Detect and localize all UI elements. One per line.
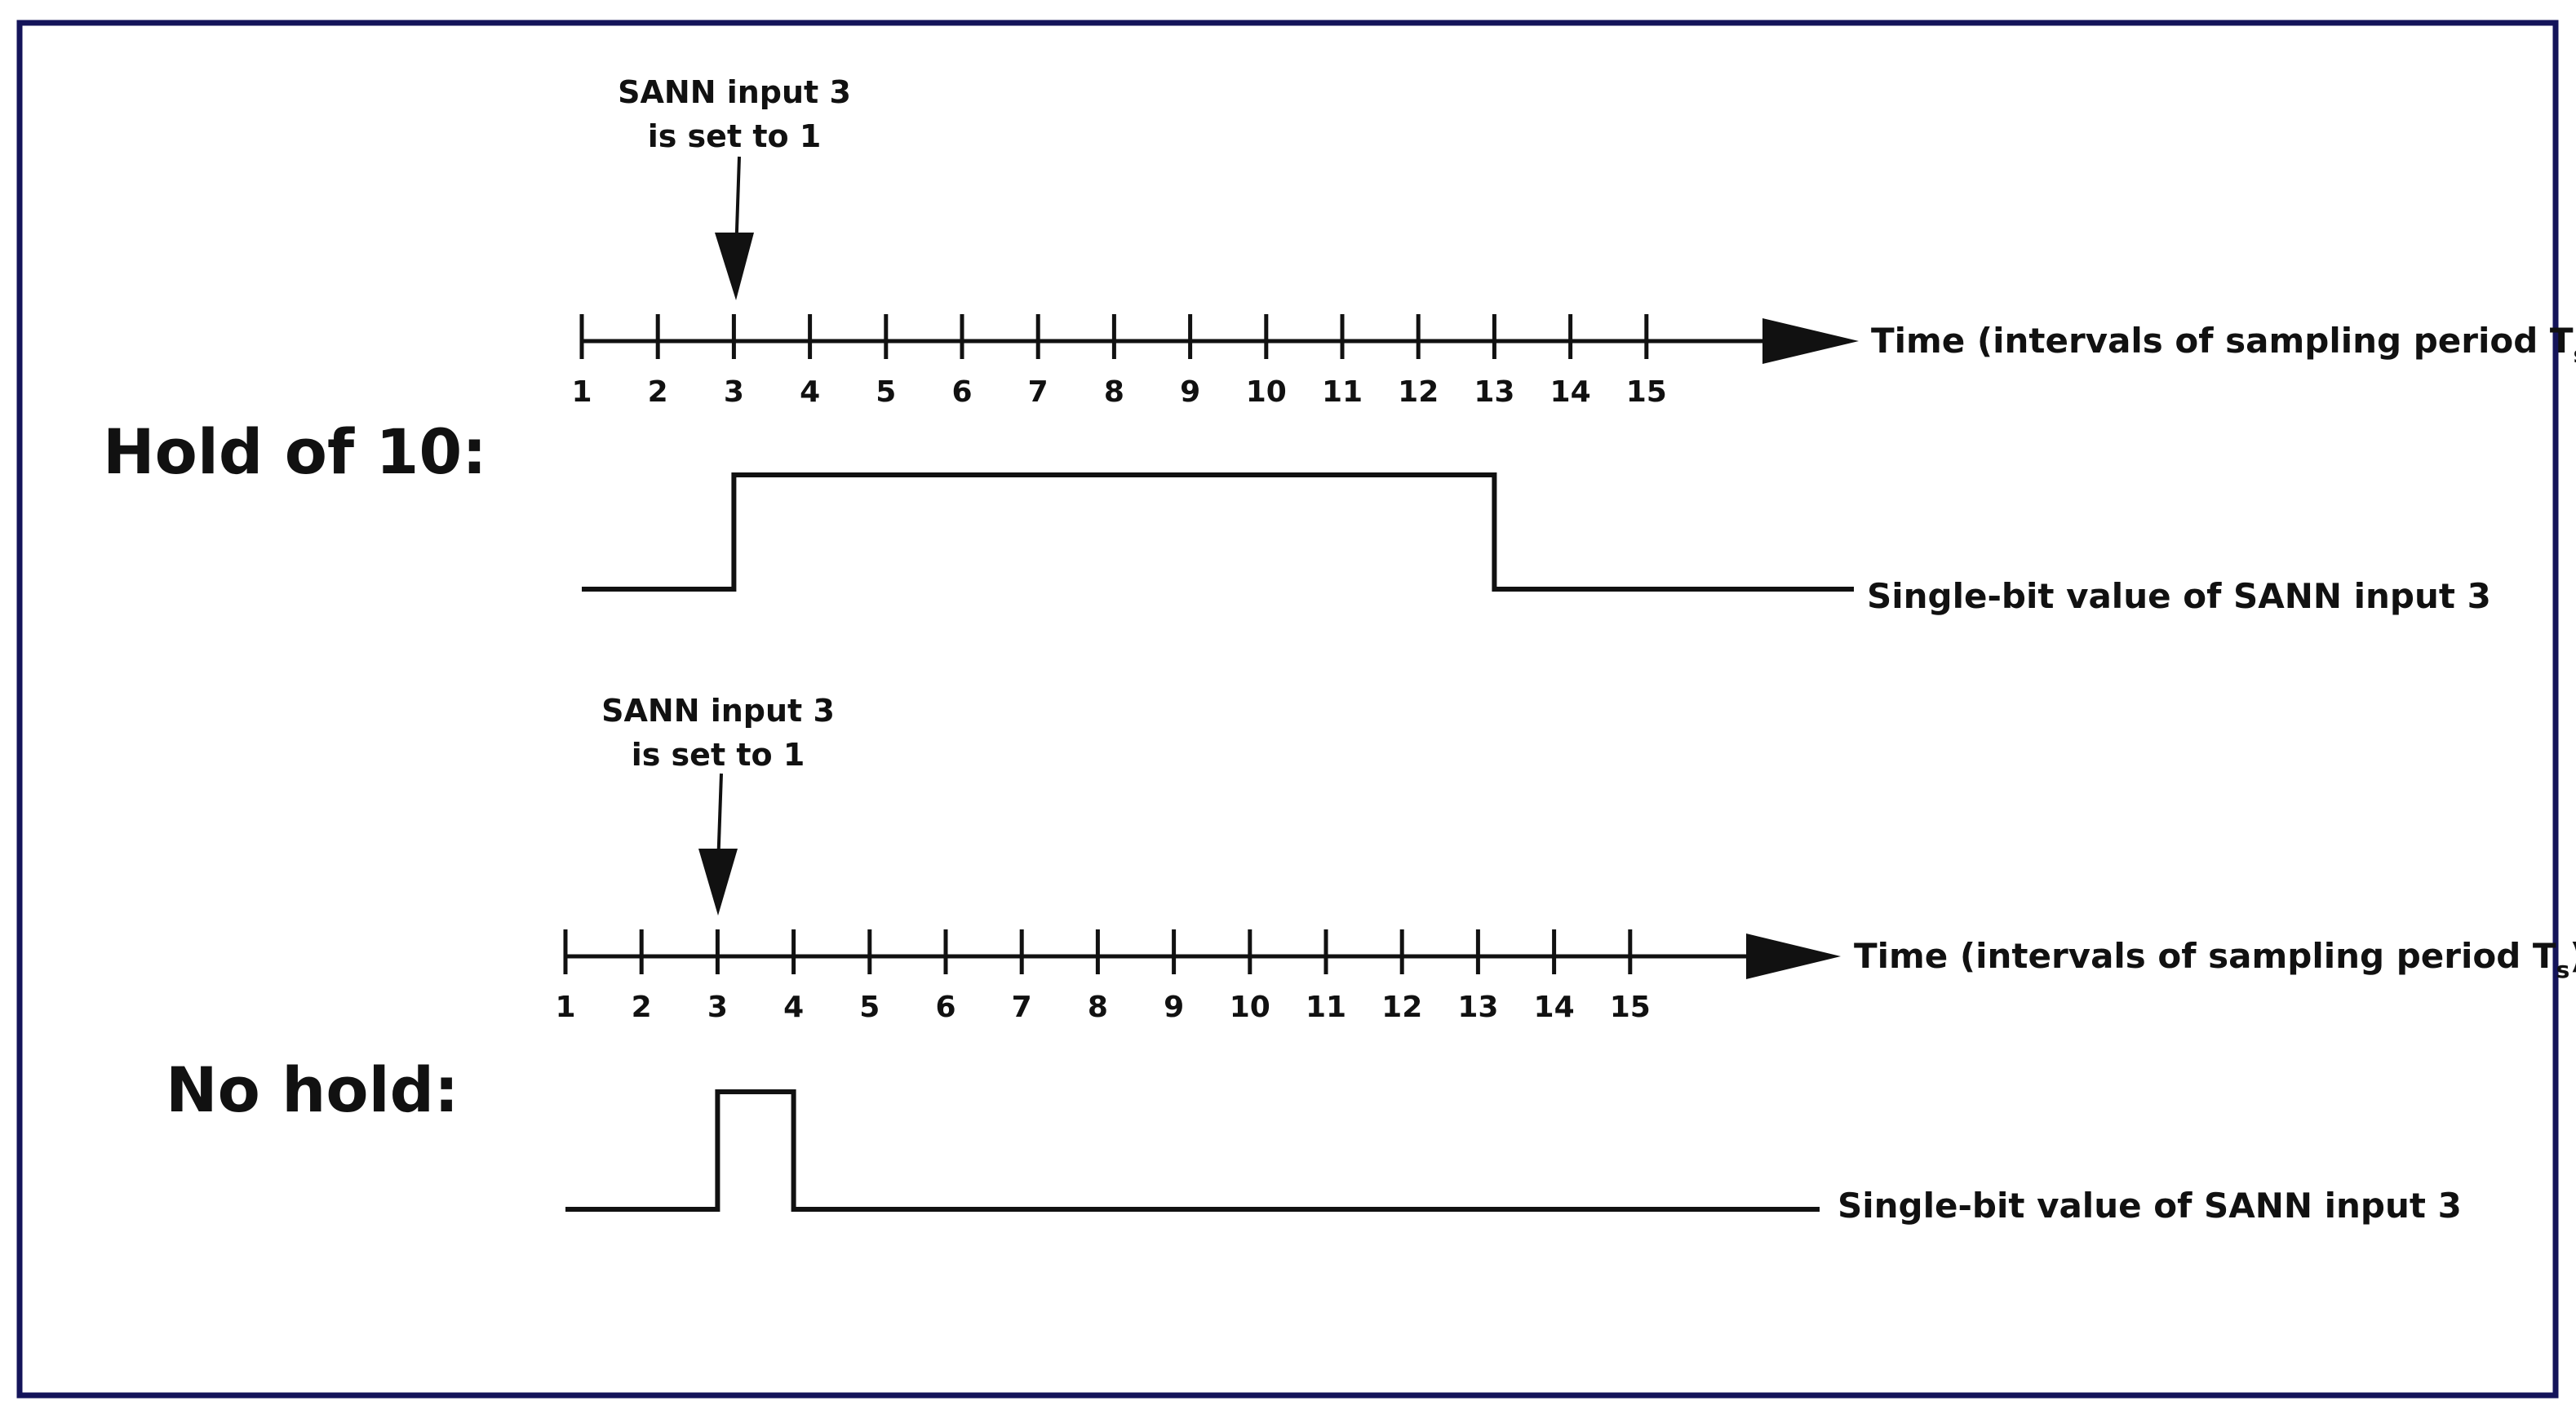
annotation-line-2: is set to 1 xyxy=(648,118,822,154)
tick-group xyxy=(563,929,1633,974)
tick-label: 4 xyxy=(783,991,804,1024)
time-axis-arrowhead xyxy=(1746,933,1841,979)
tick-label: 2 xyxy=(648,375,668,409)
tick-label: 7 xyxy=(1028,375,1049,409)
tick-label: 9 xyxy=(1180,375,1200,409)
time-axis-label-close: ) xyxy=(2569,936,2576,976)
signal-waveform xyxy=(565,1089,1820,1212)
tick-label: 4 xyxy=(800,375,820,409)
signal-label: Single-bit value of SANN input 3 xyxy=(1867,576,2491,616)
tick-label: 12 xyxy=(1398,375,1439,409)
annotation-line-1: SANN input 3 xyxy=(618,74,851,110)
tick-label: 15 xyxy=(1610,991,1651,1024)
tick-label: 13 xyxy=(1474,375,1514,409)
tick-label: 5 xyxy=(876,375,896,409)
tick-group xyxy=(579,314,1649,359)
tick-label: 12 xyxy=(1381,991,1422,1024)
time-axis-label: Time (intervals of sampling period Ts) xyxy=(1871,321,2576,368)
tick-label: 13 xyxy=(1457,991,1498,1024)
tick-label: 5 xyxy=(859,991,880,1024)
tick-label: 15 xyxy=(1626,375,1667,409)
tick-label: 7 xyxy=(1012,991,1032,1024)
tick-label: 10 xyxy=(1230,991,1270,1024)
annotation-arrow-head xyxy=(698,849,738,916)
tick-label: 11 xyxy=(1306,991,1346,1024)
tick-label: 6 xyxy=(935,991,955,1024)
tick-label: 3 xyxy=(724,375,744,409)
tick-label: 14 xyxy=(1550,375,1591,409)
signal-waveform xyxy=(582,472,1854,592)
tick-label: 1 xyxy=(555,991,575,1024)
time-axis-label-text: Time (intervals of sampling period T xyxy=(1871,321,2574,361)
time-axis-label: Time (intervals of sampling period Ts) xyxy=(1854,936,2576,983)
tick-label: 1 xyxy=(571,375,592,409)
tick-label: 9 xyxy=(1164,991,1184,1024)
tick-label: 2 xyxy=(632,991,652,1024)
time-axis-arrowhead xyxy=(1762,318,1859,364)
tick-label: 14 xyxy=(1534,991,1575,1024)
time-axis-label-subscript: s xyxy=(2556,956,2570,983)
time-axis-label-subscript: s xyxy=(2574,341,2576,368)
panel-title: Hold of 10: xyxy=(103,415,487,488)
tick-label: 8 xyxy=(1088,991,1108,1024)
tick-label: 8 xyxy=(1104,375,1124,409)
tick-label: 6 xyxy=(951,375,972,409)
panel-title: No hold: xyxy=(166,1053,459,1126)
tick-label: 11 xyxy=(1322,375,1363,409)
annotation-arrow-head xyxy=(715,233,754,300)
tick-label: 10 xyxy=(1246,375,1287,409)
diagram-border xyxy=(16,20,2559,1399)
annotation-line-1: SANN input 3 xyxy=(601,693,835,729)
signal-label: Single-bit value of SANN input 3 xyxy=(1838,1186,2462,1226)
tick-label: 3 xyxy=(707,991,728,1024)
time-axis-label-text: Time (intervals of sampling period T xyxy=(1854,936,2556,976)
annotation-line-2: is set to 1 xyxy=(632,737,805,773)
